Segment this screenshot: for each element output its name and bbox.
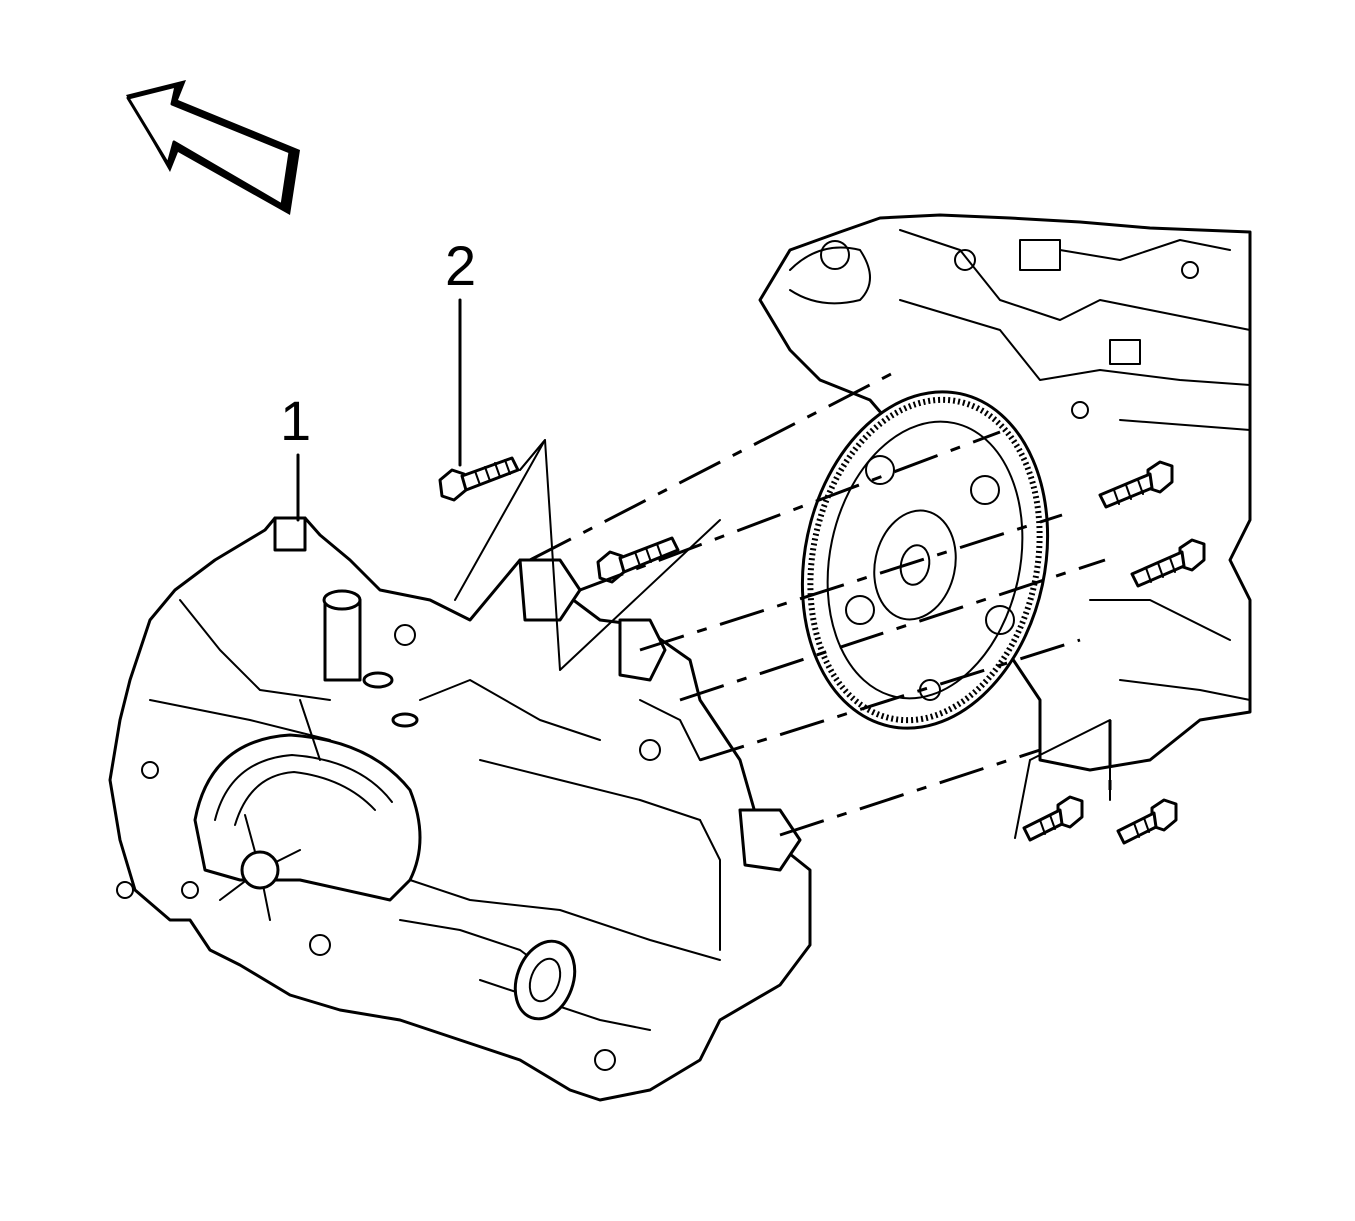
direction-arrow-icon	[126, 80, 300, 215]
leader-lines	[296, 298, 1111, 839]
callout-2: 2	[445, 234, 476, 297]
bolt-right-middle	[1130, 538, 1206, 588]
bolt-upper-middle	[596, 536, 680, 584]
callout-1: 1	[280, 389, 311, 452]
bolt-upper-callout	[438, 456, 520, 502]
bolt-lower-left	[1022, 795, 1084, 842]
bolt-lower-right	[1116, 798, 1178, 845]
transmission-assembly	[108, 516, 812, 1102]
bolt-right-upper	[1098, 460, 1174, 509]
